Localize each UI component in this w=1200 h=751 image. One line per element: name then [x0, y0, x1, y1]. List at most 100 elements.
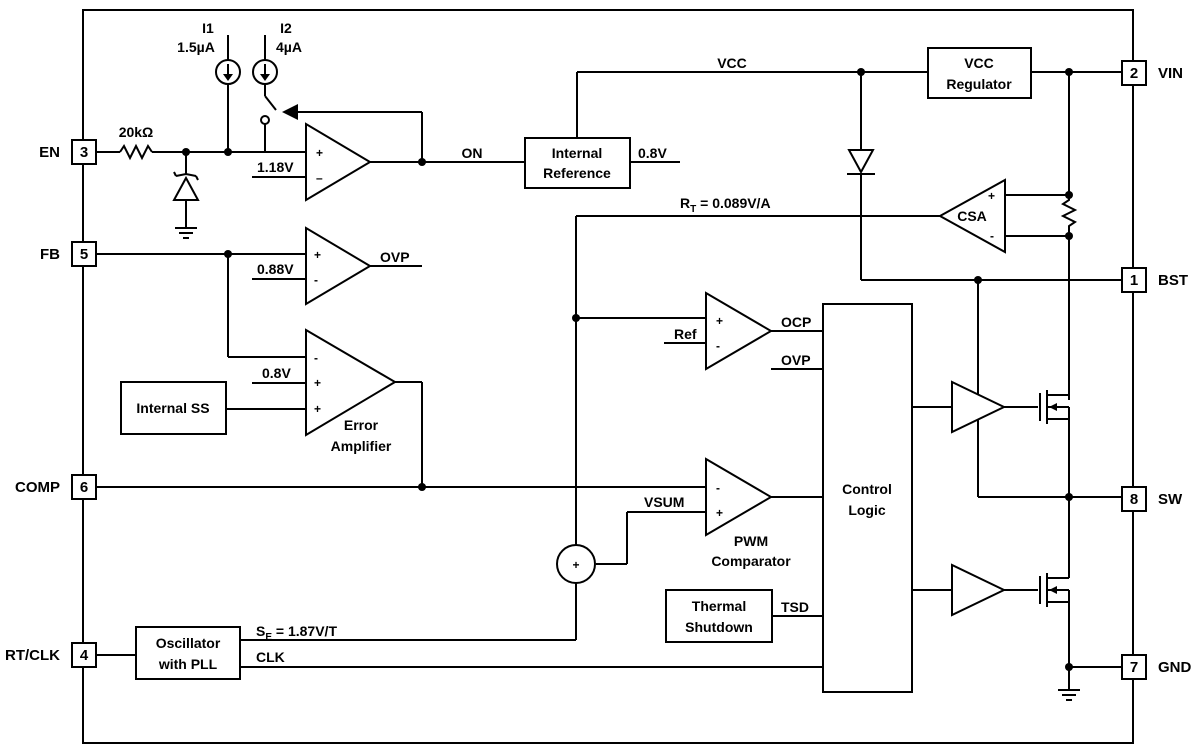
ea-ref-label: 0.8V	[262, 365, 291, 381]
control-logic-line1: Control	[842, 481, 892, 497]
ea-plus1: +	[314, 376, 321, 390]
sum-plus: +	[572, 558, 579, 572]
pin-en-label: EN	[39, 144, 60, 161]
ocp-ref-label: Ref	[674, 326, 697, 342]
pin-en-number: 3	[80, 144, 88, 161]
resistor-en	[119, 143, 153, 161]
se-label: SE = 1.87V/T	[256, 623, 337, 643]
ovp-comp-minus: -	[314, 273, 318, 287]
pin-gnd-number: 7	[1130, 659, 1138, 676]
oscillator-line1: Oscillator	[156, 635, 221, 651]
low-side-driver	[951, 563, 1007, 617]
rt-label: RT = 0.089V/A	[680, 195, 771, 215]
csa-label: CSA	[957, 208, 987, 224]
oscillator-line2: with PLL	[158, 656, 218, 672]
pin-bst: 1 BST	[1121, 267, 1188, 293]
ic-outline	[82, 9, 1134, 744]
vcc-reg-line2: Regulator	[946, 76, 1012, 92]
en-section: 20kΩ I1 1.5µA	[96, 20, 525, 239]
ovp-label: OVP	[380, 249, 410, 265]
pin-sw-label: SW	[1158, 491, 1183, 508]
pin-comp-label: COMP	[15, 479, 60, 496]
ovp-comp-plus: +	[314, 248, 321, 262]
csa-amplifier: CSA + -	[937, 178, 1006, 254]
on-signal-label: ON	[462, 145, 483, 161]
ocp-comp-plus: +	[716, 314, 723, 328]
vcc-reg-line1: VCC	[964, 55, 994, 71]
high-side-mosfet	[1039, 390, 1070, 424]
pin-en: 3 EN	[39, 139, 97, 165]
internal-ss-block: Internal SS	[120, 381, 227, 435]
en-threshold-label: 1.18V	[257, 159, 294, 175]
vcc-regulator-block: VCC Regulator	[927, 47, 1032, 99]
pin-vin-number: 2	[1130, 65, 1138, 82]
i1-name: I1	[202, 20, 214, 36]
en-comp-minus: –	[316, 171, 323, 185]
pin-bst-number: 1	[1130, 272, 1138, 289]
i2-name: I2	[280, 20, 292, 36]
ovp-threshold-label: 0.88V	[257, 261, 294, 277]
vsum-label: VSUM	[644, 494, 684, 510]
clk-label: CLK	[256, 649, 285, 665]
ref-08-label: 0.8V	[638, 145, 667, 161]
ocp-comp-minus: -	[716, 339, 720, 353]
pin-fb-label: FB	[40, 246, 60, 263]
current-source-i1	[215, 59, 241, 85]
thermal-shutdown-block: Thermal Shutdown	[665, 589, 773, 643]
pwm-comp-minus: -	[716, 481, 720, 495]
thermal-line1: Thermal	[692, 598, 746, 614]
ovp-comparator: + -	[305, 226, 372, 306]
ocp-label: OCP	[781, 314, 811, 330]
csa-minus: -	[990, 229, 994, 243]
pwm-comp-line1: PWM	[734, 533, 768, 549]
zener-diode	[172, 171, 200, 201]
pin-sw-number: 8	[1130, 491, 1138, 508]
pin-vin-label: VIN	[1158, 65, 1183, 82]
resistor-en-value: 20kΩ	[119, 124, 154, 140]
error-amplifier: - + +	[305, 328, 397, 437]
tsd-label: TSD	[781, 599, 809, 615]
pin-bst-label: BST	[1158, 272, 1188, 289]
control-logic-line2: Logic	[848, 502, 886, 518]
vcc-label: VCC	[717, 55, 747, 71]
pin-fb: 5 FB	[40, 241, 97, 267]
pin-vin: 2 VIN	[1121, 60, 1183, 86]
internal-reference-block: Internal Reference	[524, 137, 631, 189]
bootstrap-diode	[847, 149, 875, 175]
pin-rtclk-number: 4	[80, 647, 89, 664]
current-source-i2	[252, 59, 278, 85]
hysteresis-switch	[260, 84, 423, 162]
pin-gnd: 7 GND	[1121, 654, 1192, 680]
pin-gnd-label: GND	[1158, 659, 1192, 676]
ea-minus: -	[314, 351, 318, 365]
csa-plus: +	[988, 189, 995, 203]
pin-rtclk-label: RT/CLK	[5, 647, 60, 664]
internal-ref-line2: Reference	[543, 165, 611, 181]
pwm-comparator: - +	[705, 457, 773, 537]
pin-comp: 6 COMP	[15, 474, 97, 500]
pin-fb-number: 5	[80, 246, 88, 263]
en-comparator: + –	[305, 122, 372, 202]
thermal-line2: Shutdown	[685, 619, 753, 635]
control-logic-block: Control Logic	[822, 303, 913, 693]
low-side-mosfet	[1039, 573, 1070, 607]
internal-ss-label: Internal SS	[136, 400, 209, 416]
ocp-comparator: + -	[705, 291, 773, 371]
high-side-driver	[951, 380, 1007, 434]
ground-symbol-gnd	[1058, 689, 1080, 701]
i2-value: 4µA	[276, 39, 302, 55]
pin-rtclk: 4 RT/CLK	[5, 642, 97, 668]
i1-value: 1.5µA	[177, 39, 215, 55]
ground-symbol-en	[175, 227, 197, 239]
pin-comp-number: 6	[80, 479, 88, 496]
error-amp-line2: Amplifier	[331, 438, 392, 454]
sense-resistor	[1060, 195, 1078, 236]
internal-ref-line1: Internal	[552, 145, 603, 161]
error-amp-line1: Error	[344, 417, 379, 433]
pwm-comp-plus: +	[716, 506, 723, 520]
ovp-in-label: OVP	[781, 352, 811, 368]
oscillator-block: Oscillator with PLL	[135, 626, 241, 680]
en-comp-plus: +	[316, 146, 323, 160]
ea-plus2: +	[314, 402, 321, 416]
